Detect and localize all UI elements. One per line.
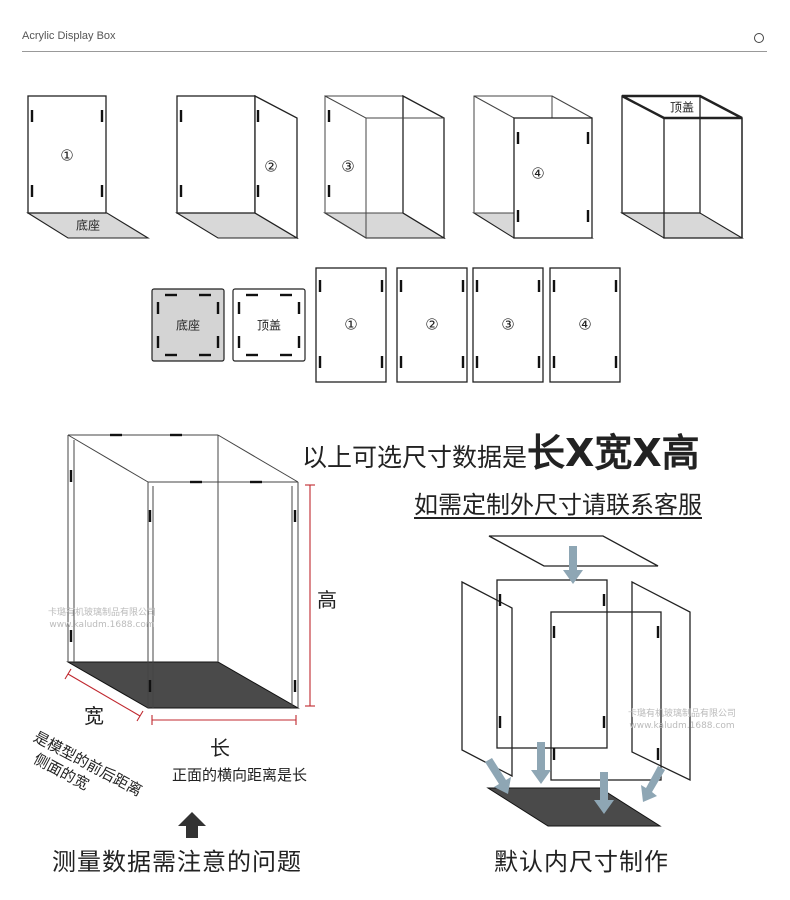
watermark-left: 卡璐有机玻璃制品有限公司 www.kaludm.1688.com	[48, 607, 156, 631]
flat-panel-2-label: ②	[425, 316, 438, 334]
header-divider	[22, 51, 767, 52]
watermark-url: www.kaludm.1688.com	[629, 721, 735, 731]
up-arrow-icon	[178, 812, 206, 838]
watermark-company: 卡璐有机玻璃制品有限公司	[48, 608, 157, 618]
flat-panel-top-label: 顶盖	[257, 319, 281, 333]
assembly-step-1: ① 底座	[26, 95, 150, 239]
watermark-right: 卡璐有机玻璃制品有限公司 www.kaludm.1688.com	[628, 708, 736, 732]
options-emphasis: 长X宽X高	[527, 431, 700, 475]
page-title: Acrylic Display Box	[22, 30, 116, 42]
flat-panel-1-label: ①	[344, 316, 357, 334]
dimension-box-diagram	[64, 433, 315, 838]
assembly-step-2: ②	[175, 94, 299, 240]
step-3-label: ③	[341, 158, 354, 176]
step-2-label: ②	[264, 158, 277, 176]
exploded-box-diagram	[461, 535, 691, 827]
step-4-label: ④	[531, 165, 544, 183]
diagonal-arrow-icon-right	[641, 766, 665, 802]
flat-panel-3: ③	[472, 267, 544, 383]
diagonal-arrow-icon-left	[485, 758, 511, 794]
footer-left-title: 测量数据需注意的问题	[52, 848, 302, 876]
flat-panel-base-label: 底座	[176, 318, 200, 333]
flat-panel-top: 顶盖	[232, 288, 306, 362]
down-arrow-icon-mid	[531, 742, 551, 784]
base-label: 底座	[76, 218, 100, 233]
assembly-step-5: 顶盖	[620, 94, 744, 239]
watermark-company: 卡璐有机玻璃制品有限公司	[628, 709, 737, 719]
width-dimension-line	[67, 673, 141, 717]
footer-right-title: 默认内尺寸制作	[494, 848, 669, 876]
length-label: 长	[210, 736, 230, 760]
flat-panel-2: ②	[396, 267, 468, 383]
down-arrow-icon-right	[594, 772, 614, 814]
assembly-step-3: ③	[323, 94, 446, 240]
height-label: 高	[317, 588, 337, 612]
flat-panel-base: 底座	[151, 288, 225, 362]
watermark-url: www.kaludm.1688.com	[49, 620, 155, 630]
flat-panel-4-label: ④	[578, 316, 591, 334]
step-1-label: ①	[60, 147, 73, 165]
options-heading: 以上可选尺寸数据是长X宽X高	[302, 422, 700, 477]
flat-panel-1: ①	[315, 267, 387, 383]
circle-icon[interactable]	[754, 33, 764, 43]
top-lid-label: 顶盖	[670, 101, 694, 115]
custom-size-note: 如需定制外尺寸请联系客服	[414, 491, 702, 519]
flat-panel-4: ④	[549, 267, 621, 383]
down-arrow-icon-top	[563, 546, 583, 584]
assembly-step-4: ④	[472, 95, 594, 239]
length-note: 正面的横向距离是长	[172, 766, 308, 784]
options-text: 以上可选尺寸数据是	[302, 443, 528, 472]
width-label: 宽	[84, 704, 104, 728]
flat-panel-3-label: ③	[501, 316, 514, 334]
